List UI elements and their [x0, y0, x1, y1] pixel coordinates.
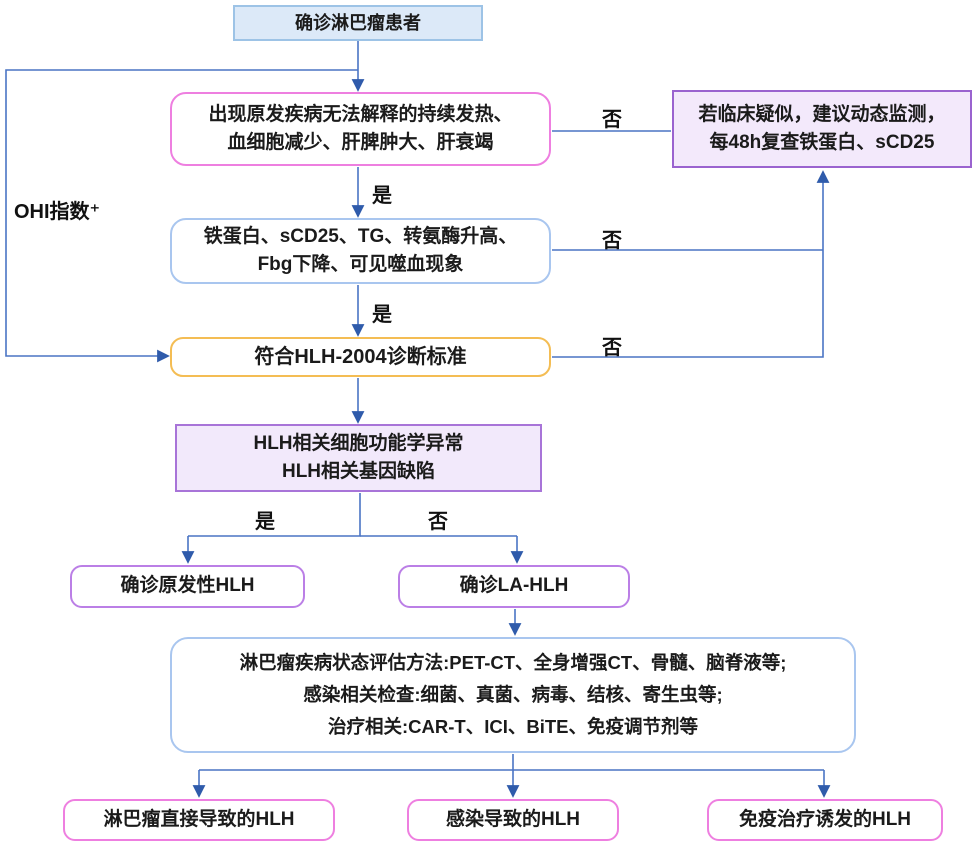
node-label: 确诊原发性HLH: [120, 575, 255, 597]
node-label: 免疫治疗诱发的HLH: [738, 808, 912, 830]
label-yes-1: 是: [372, 185, 392, 207]
node-label: 符合HLH-2004诊断标准: [254, 346, 467, 368]
node-label: 确诊淋巴瘤患者: [295, 12, 421, 33]
node-line: 淋巴瘤疾病状态评估方法:PET-CT、全身增强CT、骨髓、脑脊液等;: [239, 652, 787, 674]
node-label: 感染导致的HLH: [445, 808, 581, 830]
node-line: 治疗相关:CAR-T、ICI、BiTE、免疫调节剂等: [328, 715, 698, 737]
node-line: 血细胞减少、肝脾肿大、肝衰竭: [227, 132, 494, 153]
label-no-split: 否: [428, 511, 448, 533]
label-no-1: 否: [602, 109, 622, 131]
node-la-hlh: 确诊LA-HLH: [398, 565, 630, 608]
node-lab-findings: 铁蛋白、sCD25、TG、转氨酶升高、 Fbg下降、可见噬血现象: [170, 218, 551, 284]
label-yes-2: 是: [372, 304, 392, 326]
node-evaluation-methods: 淋巴瘤疾病状态评估方法:PET-CT、全身增强CT、骨髓、脑脊液等; 感染相关检…: [170, 637, 856, 753]
node-infection-induced-hlh: 感染导致的HLH: [407, 799, 619, 841]
node-primary-hlh: 确诊原发性HLH: [70, 565, 305, 608]
node-label: 淋巴瘤直接导致的HLH: [103, 808, 295, 830]
label-yes-split: 是: [255, 511, 275, 533]
node-line: HLH相关基因缺陷: [281, 461, 436, 482]
node-line: Fbg下降、可见噬血现象: [257, 254, 464, 275]
node-line: 每48h复查铁蛋白、sCD25: [709, 132, 935, 153]
node-line: 若临床疑似，建议动态监测，: [698, 103, 946, 125]
node-lymphoma-induced-hlh: 淋巴瘤直接导致的HLH: [63, 799, 335, 841]
label-ohi-index: OHI指数⁺: [14, 201, 101, 223]
node-label: 确诊LA-HLH: [459, 575, 569, 597]
node-line: 感染相关检查:细菌、真菌、病毒、结核、寄生虫等;: [303, 684, 723, 706]
node-immunotherapy-induced-hlh: 免疫治疗诱发的HLH: [707, 799, 943, 841]
node-line: 出现原发疾病无法解释的持续发热、: [208, 103, 513, 125]
label-no-3: 否: [602, 337, 622, 359]
node-confirmed-lymphoma: 确诊淋巴瘤患者: [233, 5, 483, 41]
label-no-2: 否: [602, 230, 622, 252]
node-hlh2004-criteria: 符合HLH-2004诊断标准: [170, 337, 551, 377]
node-clinical-screening: 出现原发疾病无法解释的持续发热、 血细胞减少、肝脾肿大、肝衰竭: [170, 92, 551, 166]
node-line: HLH相关细胞功能学异常: [253, 432, 464, 454]
node-line: 铁蛋白、sCD25、TG、转氨酶升高、: [203, 225, 518, 247]
node-dynamic-monitoring: 若临床疑似，建议动态监测， 每48h复查铁蛋白、sCD25: [672, 90, 972, 168]
node-cell-function-gene: HLH相关细胞功能学异常 HLH相关基因缺陷: [175, 424, 542, 492]
